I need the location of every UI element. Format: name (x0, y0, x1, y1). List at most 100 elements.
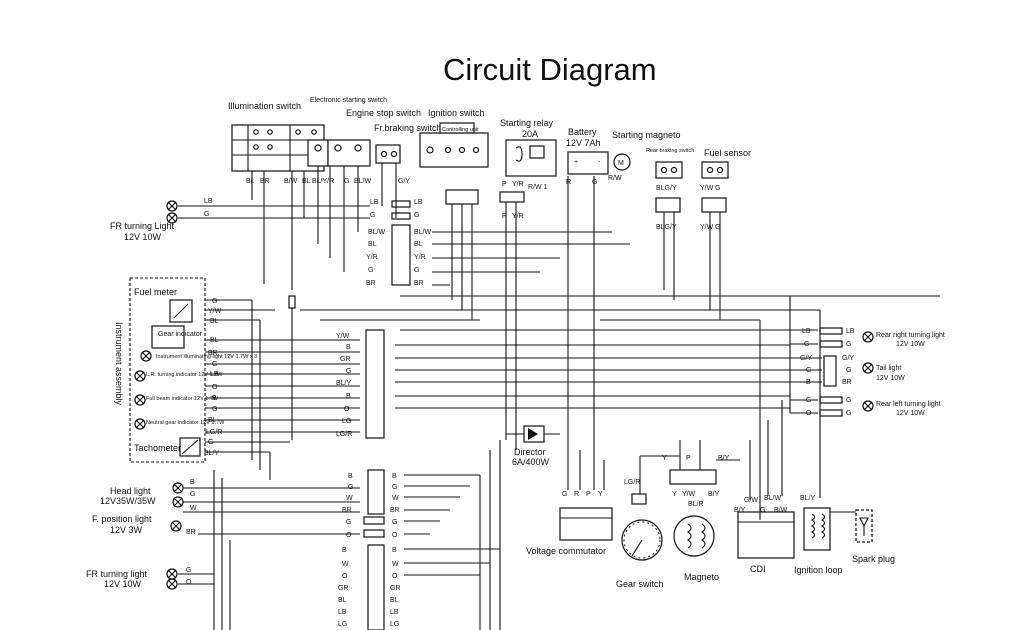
svg-text:B/Y: B/Y (708, 491, 720, 498)
tachometer-label: Tachometer (134, 443, 181, 453)
svg-text:P: P (586, 491, 591, 498)
svg-text:G: G (204, 211, 209, 218)
svg-text:BL: BL (368, 241, 377, 248)
svg-text:G/Y: G/Y (398, 178, 410, 185)
cdi-label: CDI (750, 564, 766, 574)
battery-rating: 12V 7Ah (566, 138, 601, 148)
neutral-gear-indicator-label: Neutral gear indicator 12V 1.7W (146, 420, 225, 426)
fr-turning-light-bottom-label: FR turning light (86, 569, 148, 579)
middle-connector: Y/W B GR G BL/Y B O LG LG/R (336, 329, 385, 439)
svg-text:W: W (190, 505, 197, 512)
head-light: Head light 12V35W/35W B G W (100, 479, 197, 512)
front-braking-switch-label: Fr.braking switch (374, 123, 442, 133)
svg-text:B: B (190, 479, 195, 486)
svg-text:Y: Y (598, 491, 603, 498)
engine-stop-switch: Engine stop switch (327, 108, 421, 167)
lr-turning-indicator-label: L.R. turning indicator 12V 1.7W (146, 372, 223, 378)
svg-text:B: B (392, 473, 397, 480)
svg-text:B/W: B/W (774, 507, 788, 514)
svg-text:GR: GR (390, 585, 401, 592)
head-light-label: Head light (110, 486, 151, 496)
ignition-switch-label: Ignition switch (428, 108, 485, 118)
svg-text:G: G (346, 519, 351, 526)
svg-text:G: G (414, 212, 419, 219)
svg-text:+: + (574, 159, 578, 166)
svg-text:Y/W: Y/W (208, 308, 222, 315)
svg-text:Y/R: Y/R (414, 254, 426, 261)
svg-text:BL/R: BL/R (688, 501, 704, 508)
fr-turning-light-bottom: FR turning light 12V 10W G O (86, 567, 192, 590)
svg-text:LB: LB (370, 199, 379, 206)
starting-magneto: Starting magneto M (612, 130, 681, 171)
magneto-label: Magneto (684, 572, 719, 582)
svg-text:BR: BR (366, 280, 376, 287)
svg-text:G: G (392, 519, 397, 526)
svg-text:BL: BL (302, 178, 311, 185)
svg-text:G: G (562, 491, 567, 498)
svg-text:GR: GR (338, 585, 349, 592)
svg-text:G: G (344, 178, 349, 185)
svg-text:Y/W G: Y/W G (700, 185, 721, 192)
rear-left-turning-light-rating: 12V 10W (896, 410, 925, 417)
controlling-unit-label: Controlling unit (442, 127, 479, 133)
full-beam-indicator-label: Full beam indicator 12V 1.7W (146, 396, 219, 402)
svg-text:BL/Y: BL/Y (204, 450, 220, 457)
svg-text:G: G (368, 267, 373, 274)
svg-text:O: O (392, 532, 398, 539)
svg-text:LB: LB (390, 609, 399, 616)
svg-text:BL/Y: BL/Y (336, 380, 352, 387)
svg-text:O: O (212, 384, 218, 391)
starting-relay-label: Starting relay (500, 118, 554, 128)
rear-left-turning-light: G G O G Rear left turning light 12V 10W (790, 396, 941, 417)
diagram-title: Circuit Diagram (443, 52, 657, 87)
tail-light-label: Tail light (876, 365, 901, 372)
svg-text:BL/W: BL/W (764, 495, 782, 502)
svg-text:BL/W: BL/W (414, 229, 432, 236)
svg-text:LB: LB (802, 328, 811, 335)
svg-text:G: G (760, 507, 765, 514)
svg-text:LG/R: LG/R (336, 431, 352, 438)
svg-text:BL: BL (414, 241, 423, 248)
svg-text:G: G (212, 298, 217, 305)
svg-text:O: O (344, 406, 350, 413)
svg-text:Y/W: Y/W (682, 491, 696, 498)
svg-text:P: P (502, 181, 507, 188)
svg-text:G: G (592, 179, 597, 186)
svg-text:G/W: G/W (744, 497, 758, 504)
svg-text:O: O (342, 573, 348, 580)
svg-text:BLG/Y: BLG/Y (656, 185, 677, 192)
spark-plug-label: Spark plug (852, 554, 895, 564)
svg-text:W: W (346, 495, 353, 502)
electronic-starting-switch-label: Electronic starting switch (310, 97, 387, 104)
rear-left-turning-light-label: Rear left turning light (876, 401, 941, 408)
starting-relay-rating: 20A (522, 129, 538, 139)
svg-text:GR: GR (340, 356, 351, 363)
f-position-light: F. position light 12V 3W BR (92, 514, 196, 536)
svg-text:G: G (846, 367, 851, 374)
svg-text:B/Y: B/Y (734, 507, 746, 514)
fuel-sensor: Fuel sensor (701, 148, 751, 179)
svg-text:BL/Y/R: BL/Y/R (312, 178, 334, 185)
voltage-commutator: G R P Y Voltage commutator (526, 450, 613, 556)
f-position-light-label: F. position light (92, 514, 152, 524)
svg-text:G: G (212, 406, 217, 413)
svg-text:LB: LB (204, 198, 213, 205)
svg-text:O: O (346, 532, 352, 539)
svg-text:M: M (618, 160, 624, 167)
rear-braking-switch: Rear braking switch (646, 148, 694, 179)
gear-switch: LG/R Gear switch (616, 456, 664, 589)
f-position-light-rating: 12V 3W (110, 525, 143, 535)
svg-text:R: R (574, 491, 579, 498)
ignition-switch: Ignition switch Controlling unit (419, 108, 489, 168)
svg-text:LG: LG (390, 621, 399, 628)
instrument-assembly: Instrument assembly Fuel meter Gear indi… (114, 277, 257, 463)
head-light-rating: 12V35W/35W (100, 496, 156, 506)
svg-text:G: G (190, 491, 195, 498)
illumination-switch-label: Illumination switch (228, 101, 301, 111)
svg-text:P: P (502, 213, 507, 220)
upper-connector: LB G BL/W BL Y/R G BR LB G BL/W BL Y/R G… (366, 199, 432, 287)
voltage-commutator-label: Voltage commutator (526, 546, 606, 556)
svg-text:LG: LG (342, 418, 351, 425)
ignition-loop: BL/Y Ignition loop (794, 495, 856, 575)
